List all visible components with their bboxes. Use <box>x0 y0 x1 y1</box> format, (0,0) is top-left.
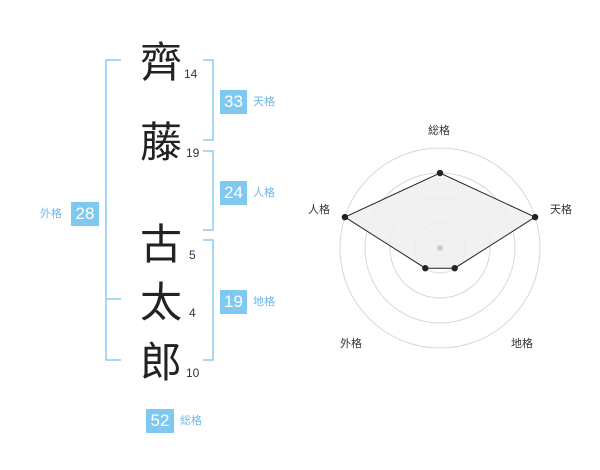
axis-label-tenkaku: 天格 <box>550 203 572 216</box>
stroke-count-3: 5 <box>189 248 196 262</box>
radar-point-1 <box>436 169 444 177</box>
tenkaku-badge: 33 <box>220 90 247 114</box>
radar-center-dot <box>437 245 443 251</box>
radar-point-3 <box>451 265 458 272</box>
stroke-count-2: 19 <box>186 146 200 160</box>
stroke-count-5: 10 <box>186 366 200 380</box>
name-char-5: 郎 <box>140 338 183 387</box>
stroke-count-1: 14 <box>184 67 198 81</box>
axis-label-gaikaku: 外格 <box>340 337 362 350</box>
stroke-count-4: 4 <box>189 306 196 320</box>
gaikaku-label: 外格 <box>40 207 62 220</box>
name-char-3: 古 <box>140 220 183 269</box>
radar-point-5 <box>341 213 349 221</box>
name-char-1: 齊 <box>140 38 183 87</box>
name-char-4: 太 <box>140 278 183 327</box>
name-char-2: 藤 <box>140 118 183 167</box>
radar-point-2 <box>531 213 539 221</box>
jinkaku-badge: 24 <box>220 181 247 205</box>
chikaku-label: 地格 <box>253 295 275 308</box>
soukaku-badge: 52 <box>146 409 174 433</box>
radar-shape <box>343 172 537 269</box>
radar-points <box>341 169 539 272</box>
jinkaku-label: 人格 <box>253 186 275 199</box>
axis-label-jinkaku: 人格 <box>308 203 330 216</box>
tenkaku-label: 天格 <box>253 95 275 108</box>
gaikaku-badge: 28 <box>71 202 99 226</box>
radar-ring-4 <box>339 147 541 349</box>
chikaku-badge: 19 <box>220 290 247 314</box>
axis-label-soukaku: 総格 <box>428 124 450 137</box>
axis-label-chikaku: 地格 <box>511 337 533 350</box>
soukaku-label: 総格 <box>180 414 202 427</box>
radar-point-4 <box>422 265 429 272</box>
